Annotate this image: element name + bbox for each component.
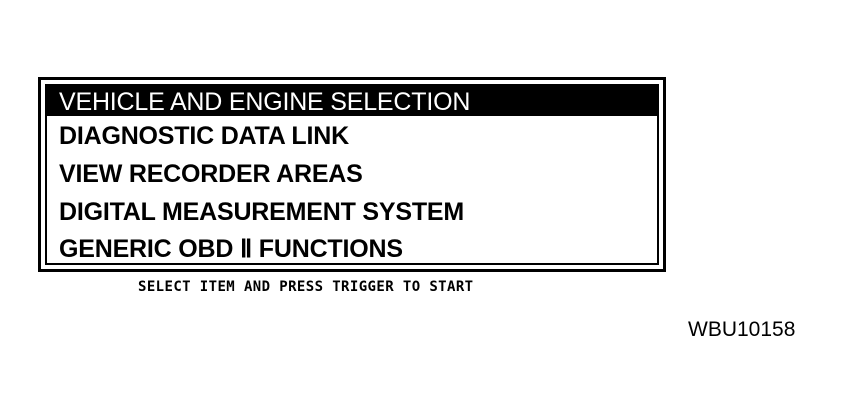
menu-item-view-recorder-areas[interactable]: VIEW RECORDER AREAS [59, 160, 363, 188]
menu-item-diagnostic-data-link[interactable]: DIAGNOSTIC DATA LINK [59, 122, 349, 150]
menu-item-generic-obd-ii-functions[interactable]: GENERIC OBD Ⅱ FUNCTIONS [59, 235, 403, 263]
figure-id-label: WBU10158 [688, 318, 796, 341]
scan-tool-display: VEHICLE AND ENGINE SELECTION DIAGNOSTIC … [38, 77, 666, 272]
instruction-text: SELECT ITEM AND PRESS TRIGGER TO START [138, 279, 474, 295]
menu-list: VEHICLE AND ENGINE SELECTION DIAGNOSTIC … [45, 84, 659, 265]
menu-item-digital-measurement-system[interactable]: DIGITAL MEASUREMENT SYSTEM [59, 198, 465, 226]
menu-item-vehicle-engine-selection[interactable]: VEHICLE AND ENGINE SELECTION [47, 86, 657, 116]
